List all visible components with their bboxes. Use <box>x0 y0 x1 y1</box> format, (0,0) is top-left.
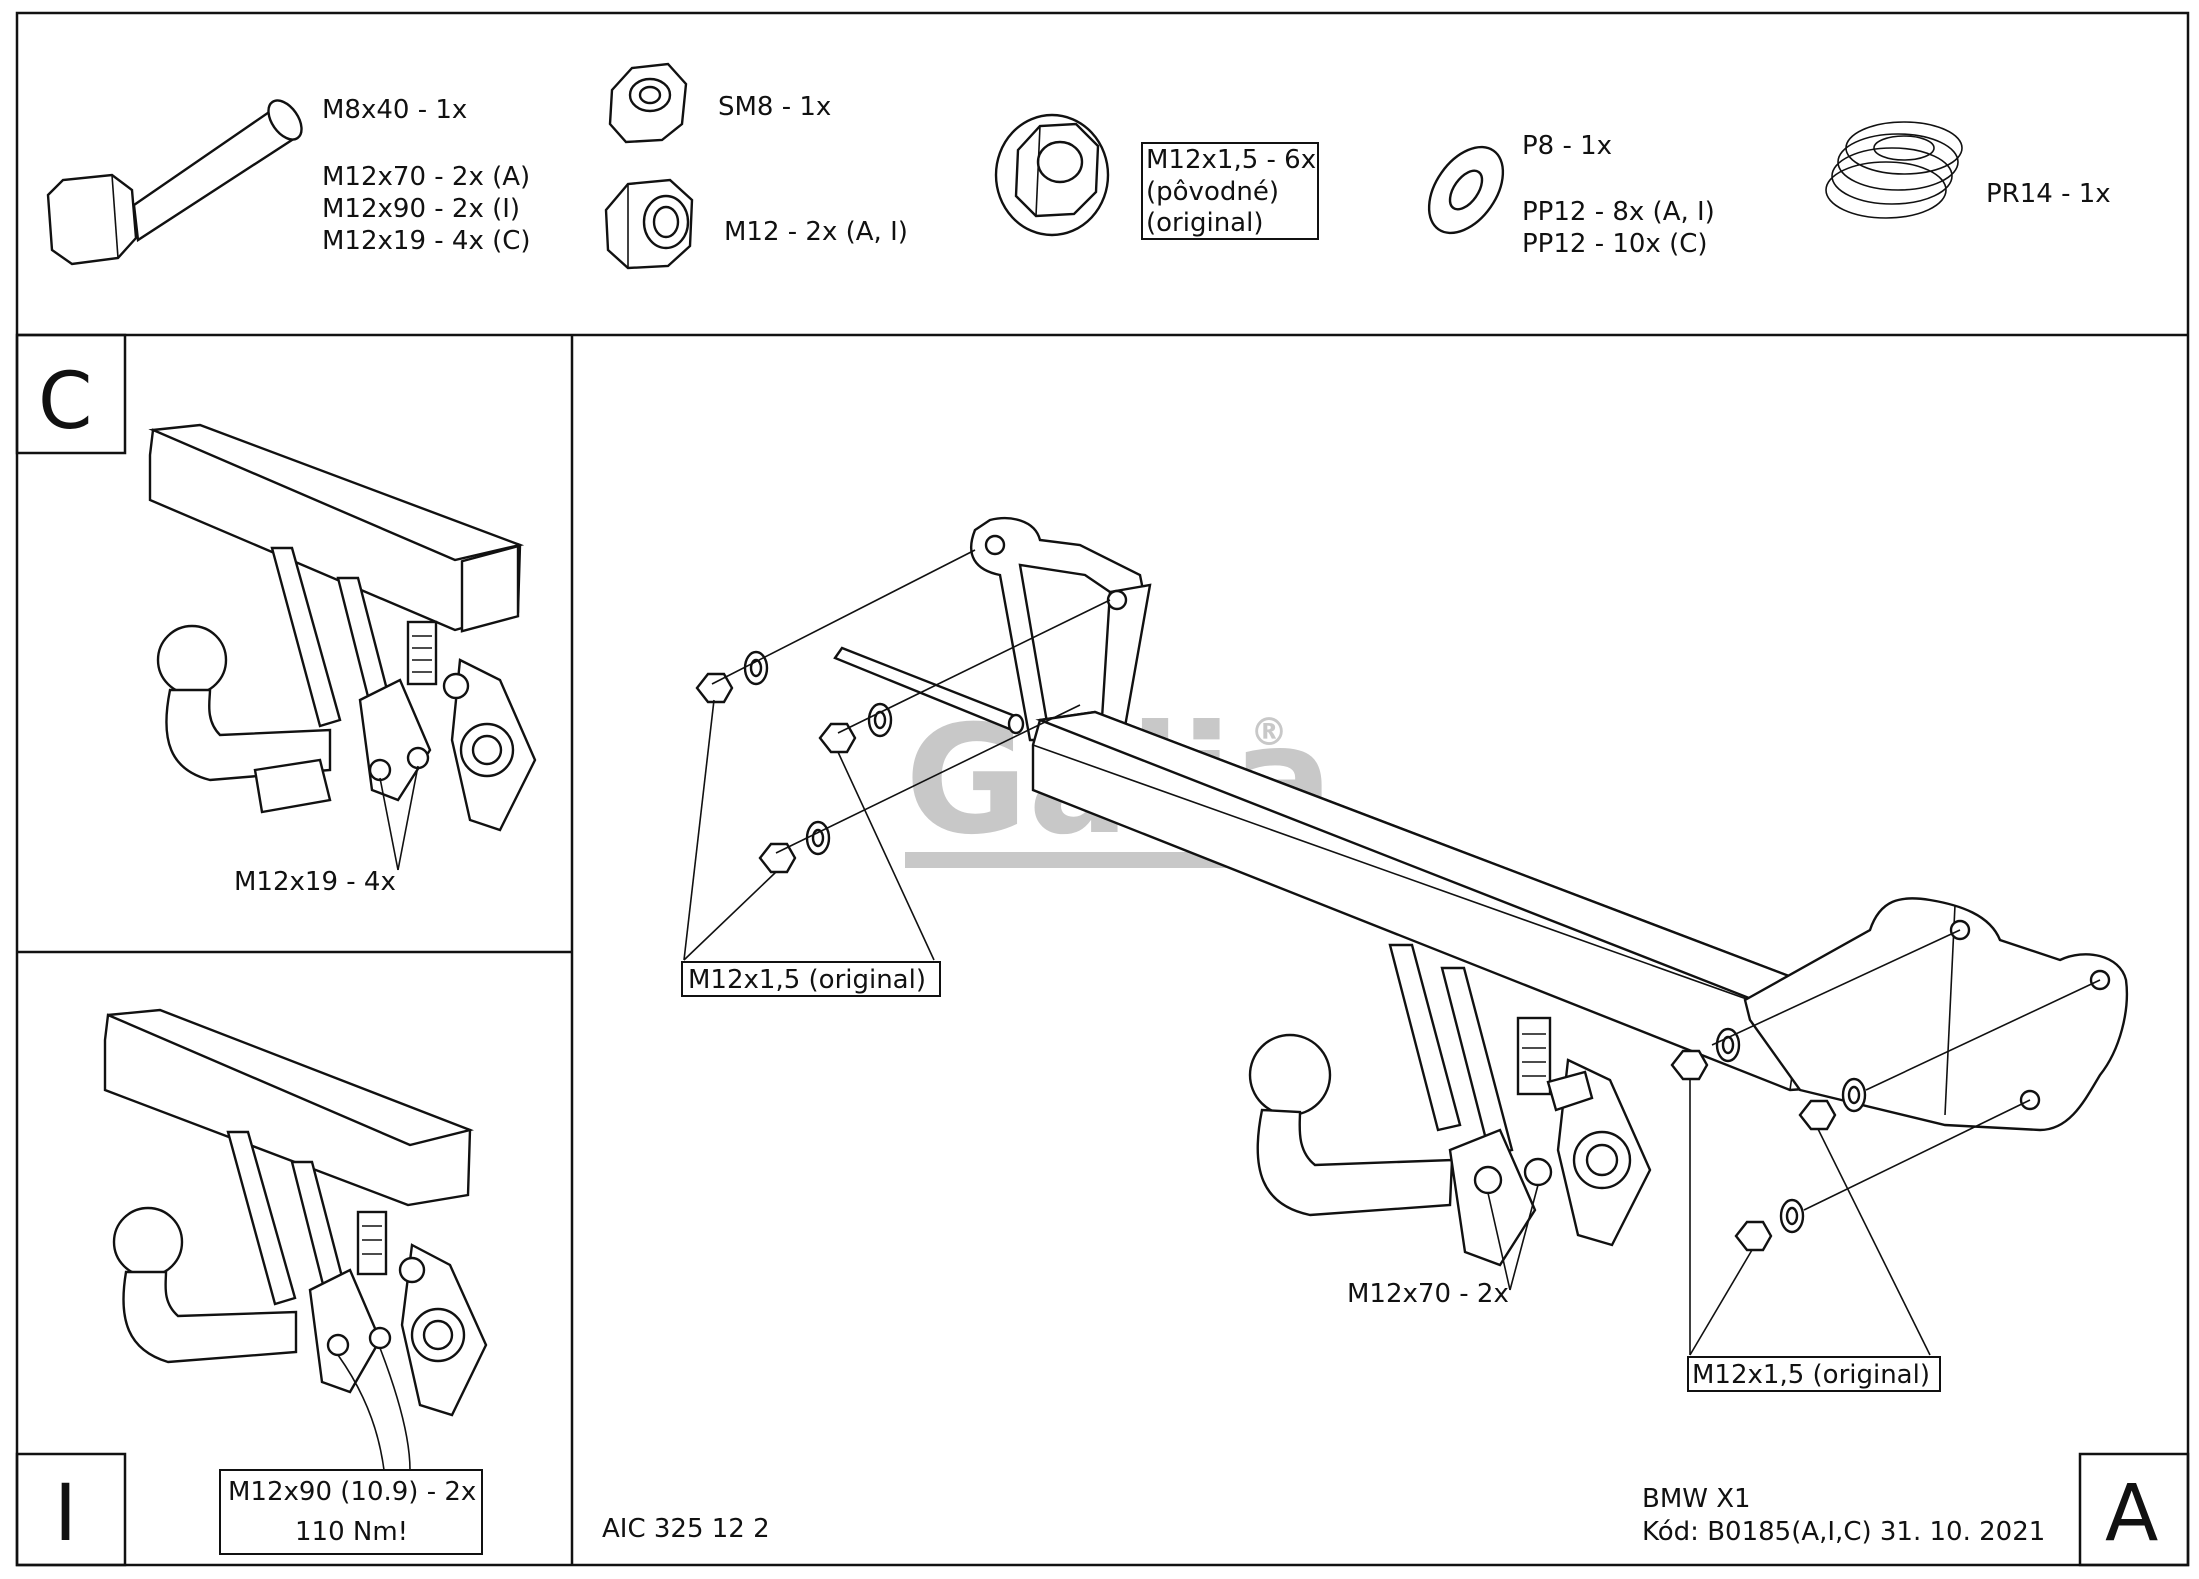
panel-a-callout-left-box <box>681 961 941 997</box>
washer-label-3: PP12 - 10x (C) <box>1522 229 1708 259</box>
panel-a-callout-right: M12x1,5 (original) <box>1692 1360 1930 1390</box>
left-nut-set <box>683 549 1111 961</box>
flange-nut-label-1: M12x1,5 - 6x <box>1146 145 1316 175</box>
m12-nut-icon <box>604 178 694 270</box>
flange-nut-label-3: (original) <box>1146 208 1263 238</box>
panel-i-callout-box <box>219 1469 483 1555</box>
panel-a-callout-bolts: M12x70 - 2x <box>1347 1279 1509 1309</box>
footer-code: AIC 325 12 2 <box>602 1514 770 1544</box>
panel-i-callout-2: 110 Nm! <box>295 1517 408 1547</box>
washer-icon <box>1427 145 1505 235</box>
flange-nut-icon <box>994 113 1110 237</box>
flange-nut-box <box>1141 142 1319 240</box>
panel-a-letter: A <box>2105 1469 2158 1559</box>
panel-c-letter-box <box>15 333 127 455</box>
bolt-label-1: M8x40 - 1x <box>322 95 467 125</box>
bolt-label-3: M12x90 - 2x (I) <box>322 194 520 224</box>
footer-kod: Kód: B0185(A,I,C) 31. 10. 2021 <box>1642 1517 2045 1547</box>
panel-i-callout-1: M12x90 (10.9) - 2x <box>228 1477 476 1507</box>
spring-label: PR14 - 1x <box>1986 179 2111 209</box>
right-nut-set <box>1670 929 2101 1356</box>
panel-c-letter: C <box>38 357 92 447</box>
panel-c-callout: M12x19 - 4x <box>234 867 396 897</box>
svg-text:®: ® <box>1250 710 1288 754</box>
panel-a-callout-left: M12x1,5 (original) <box>688 965 926 995</box>
panel-a-callout-right-box <box>1687 1356 1941 1392</box>
m12-label: M12 - 2x (A, I) <box>724 217 908 247</box>
washer-label-1: P8 - 1x <box>1522 131 1612 161</box>
bolt-icon <box>46 99 303 266</box>
outer-frame <box>15 11 2190 1567</box>
bolt-label-4: M12x19 - 4x (C) <box>322 226 531 256</box>
footer-model: BMW X1 <box>1642 1484 1751 1514</box>
washer-label-2: PP12 - 8x (A, I) <box>1522 197 1715 227</box>
sm8-label: SM8 - 1x <box>718 92 831 122</box>
sm8-nut-icon <box>608 62 688 144</box>
panel-a-towbar-drawing <box>683 517 2129 1356</box>
panel-c-towbar-drawing <box>148 423 537 871</box>
panel-i-letter: I <box>54 1469 77 1559</box>
panel-i-towbar-drawing <box>103 1008 488 1471</box>
panel-i-letter-box <box>15 1452 127 1567</box>
bolt-label-2: M12x70 - 2x (A) <box>322 162 530 192</box>
spring-washer-icon <box>1825 121 1963 219</box>
flange-nut-label-2: (pôvodné) <box>1146 177 1279 207</box>
panel-a-letter-box <box>2078 1452 2190 1567</box>
